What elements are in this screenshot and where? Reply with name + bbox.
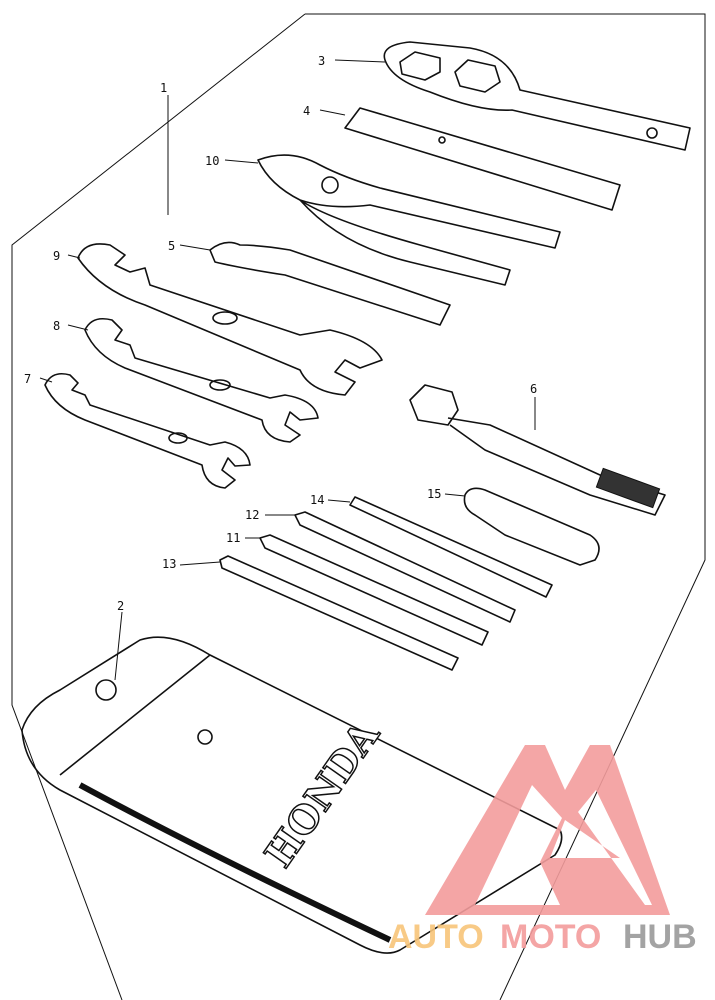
kit-boundary-frame [11, 13, 306, 1000]
pliers-drawing [257, 154, 561, 286]
watermark-auto: AUTO [388, 918, 484, 956]
callout-labels: 1 2 3 4 5 6 7 8 9 10 11 12 13 14 15 [24, 54, 537, 613]
screwdriver-blade-drawing [259, 534, 489, 646]
box-wrench-drawing [383, 41, 691, 151]
watermark-triangle-logo [425, 745, 670, 915]
watermark-hub: HUB [623, 918, 697, 956]
callout-10: 10 [205, 154, 219, 168]
callout-3: 3 [318, 54, 325, 68]
callout-1: 1 [160, 81, 167, 95]
callout-4: 4 [303, 104, 310, 118]
watermark-moto: MOTO [500, 918, 601, 956]
honda-bag-logo: HONDA [256, 713, 388, 875]
callout-14: 14 [310, 493, 324, 507]
automotohub-watermark: AUTO MOTO HUB [388, 745, 697, 956]
callout-11: 11 [226, 531, 240, 545]
wrench-small-drawing [44, 372, 251, 489]
pin-spanner-drawing [209, 241, 451, 326]
screwdriver-cross-drawing [294, 511, 516, 623]
screwdriver-small-drawing [219, 555, 459, 671]
callout-13: 13 [162, 557, 176, 571]
wrench-medium-drawing [84, 317, 319, 443]
plate-drawing [344, 107, 621, 211]
callout-12: 12 [245, 508, 259, 522]
callout-5: 5 [168, 239, 175, 253]
callout-9: 9 [53, 249, 60, 263]
callout-15: 15 [427, 487, 441, 501]
callout-8: 8 [53, 319, 60, 333]
callout-6: 6 [530, 382, 537, 396]
callout-2: 2 [117, 599, 124, 613]
spark-plug-wrench-drawing [409, 384, 666, 516]
leader-lines [39, 59, 536, 681]
tommy-bar-drawing [349, 496, 553, 598]
wrench-large-drawing [77, 243, 383, 396]
screwdriver-grip-drawing [463, 487, 600, 566]
callout-7: 7 [24, 372, 31, 386]
